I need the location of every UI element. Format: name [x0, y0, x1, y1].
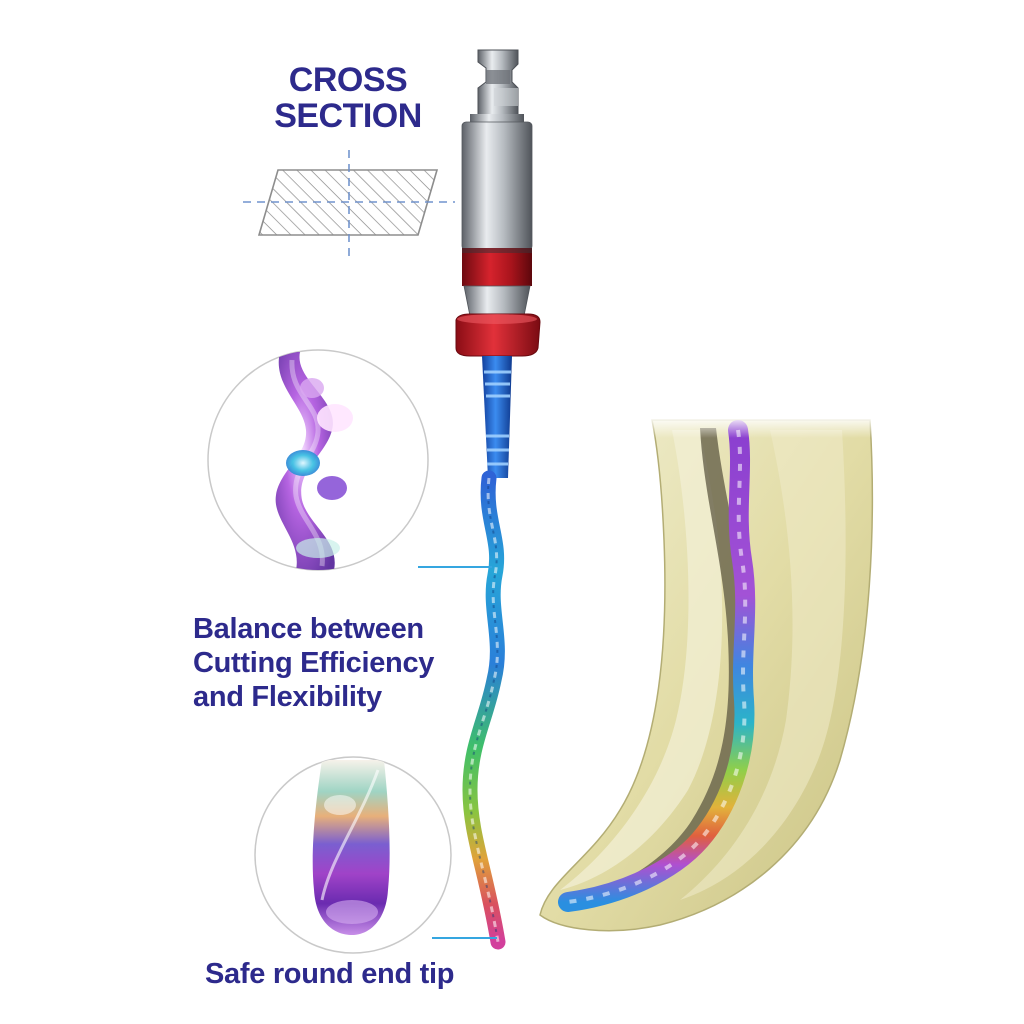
- balance-caption-line2: Cutting Efficiency: [193, 647, 435, 679]
- cross-section-title-line2: SECTION: [274, 97, 422, 135]
- balance-caption-line1: Balance between: [193, 613, 424, 645]
- cross-section-title: CROSS SECTION: [262, 62, 434, 134]
- tip-caption: Safe round end tip: [205, 958, 455, 990]
- cross-section-icon: [243, 150, 455, 262]
- callout-lines: [418, 566, 497, 939]
- flute-magnifier: [207, 349, 429, 571]
- balance-caption-line3: and Flexibility: [193, 681, 382, 713]
- tooth-root-icon: [539, 416, 880, 932]
- endodontic-file-icon: [455, 49, 541, 950]
- cross-section-title-line1: CROSS: [288, 61, 408, 99]
- tip-magnifier: [254, 756, 452, 954]
- balance-caption: Balance between Cutting Efficiency and F…: [193, 612, 434, 714]
